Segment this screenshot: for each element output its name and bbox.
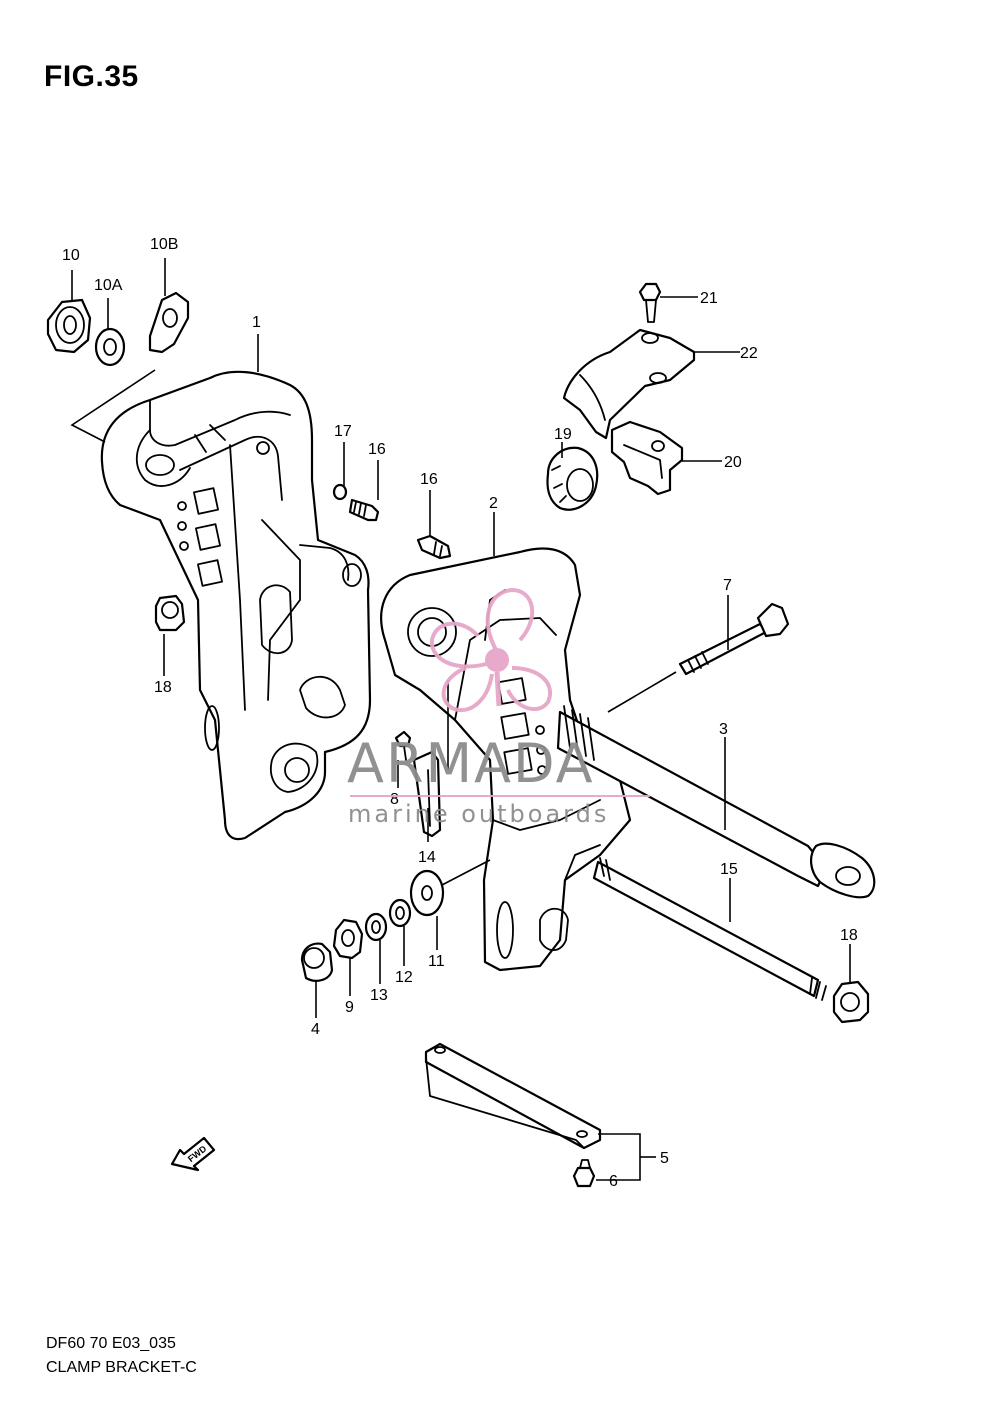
callout-21: 21 [700,290,718,307]
part-14-lever [412,750,442,838]
callout-15: 15 [720,861,738,878]
callout-10B: 10B [150,236,178,253]
callout-7: 7 [723,577,732,594]
armada-watermark: ARMADA marine outboards [347,587,650,828]
part-21-bolt [638,282,662,323]
part-8-bolt [394,730,412,761]
part-22-cover [562,328,696,440]
part-18-nut-left [154,594,186,632]
callout-17: 17 [334,423,352,440]
callout-13: 13 [370,987,388,1004]
callout-10: 10 [62,247,80,264]
callout-6: 6 [609,1173,618,1190]
watermark-tagline: marine outboards [348,800,609,828]
callout-5: 5 [660,1150,669,1167]
part-9-nut [332,918,364,960]
callout-labels: 10 10A 10B 1 17 16 16 2 18 21 22 19 20 7… [62,236,858,1190]
callout-18a: 18 [154,679,172,696]
part-7-bolt [678,602,790,676]
part-4-cap [300,942,334,982]
part-10B-plate [148,291,190,354]
propeller-logo-icon [429,587,552,712]
callout-1: 1 [252,314,261,331]
part-16-bolt-a [348,498,380,522]
part-11-washer [409,869,445,917]
callout-4: 4 [311,1021,320,1038]
figure-footer: DF60 70 E03_035 CLAMP BRACKET-C [46,1332,197,1380]
part-2-clamp-bracket [380,547,632,972]
part-20-clip [610,420,684,496]
callout-18b: 18 [840,927,858,944]
part-18-nut-right [832,980,870,1024]
callout-12: 12 [395,969,413,986]
part-6-screw [572,1159,596,1188]
part-1-clamp-bracket [100,370,372,841]
part-17-washer [332,483,348,501]
part-10-nut [46,298,92,354]
callout-16b: 16 [420,471,438,488]
part-10A-washer [94,327,126,367]
callout-3: 3 [719,721,728,738]
watermark-brand: ARMADA [347,732,595,795]
callout-9: 9 [345,999,354,1016]
part-15-rod [592,857,827,1001]
part-12-washer [388,898,412,928]
callout-11: 11 [428,953,445,970]
diagram-code: DF60 70 E03_035 [46,1335,176,1352]
part-3-tilt-tube [556,705,876,899]
callout-10A: 10A [94,277,123,294]
part-16-bolt-b [416,534,452,560]
callout-2: 2 [489,495,498,512]
callout-19: 19 [554,426,572,443]
callout-14: 14 [418,849,436,866]
fwd-arrow-icon: FWD [170,1136,216,1172]
callout-20: 20 [724,454,742,471]
diagram-caption: CLAMP BRACKET-C [46,1359,197,1376]
part-13-washer [364,912,388,942]
callout-22: 22 [740,345,758,362]
part-19-grommet [546,446,599,511]
leader-lines [70,258,851,1181]
callout-16a: 16 [368,441,386,458]
part-5-plate [424,1042,602,1150]
callout-8: 8 [390,791,399,808]
figure-title: FIG.35 [44,60,139,93]
